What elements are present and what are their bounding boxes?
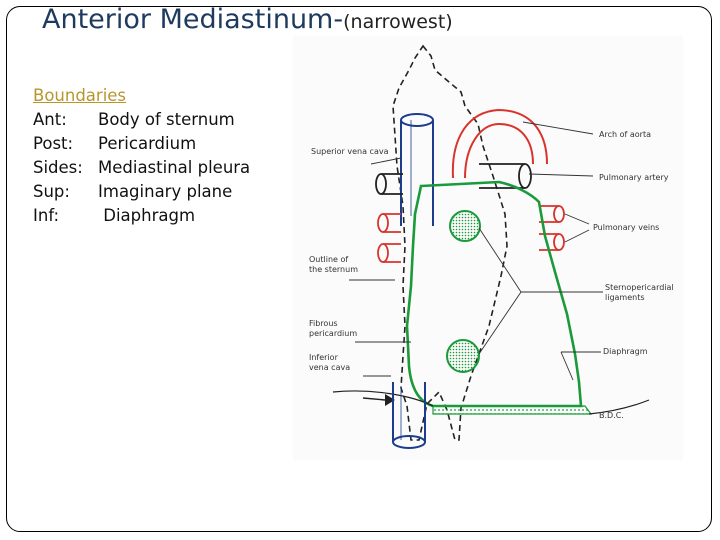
label-sternopericardial-2: ligaments bbox=[605, 293, 645, 302]
label-outline-sternum-1: Outline of bbox=[309, 255, 348, 264]
label-ivc-2: vena cava bbox=[309, 363, 350, 372]
inferior-vena-cava bbox=[392, 382, 426, 449]
diagram-svg: Arch of aorta Superior vena cava Pulmona… bbox=[309, 44, 674, 449]
boundary-row-inferior: Inf: Diaphragm bbox=[33, 204, 250, 228]
label-signature: B.D.C. bbox=[599, 411, 624, 420]
label-diaphragm: Diaphragm bbox=[603, 347, 648, 356]
boundary-value: Pericardium bbox=[98, 134, 197, 153]
leader-lines bbox=[349, 121, 603, 381]
boundary-row-superior: Sup: Imaginary plane bbox=[33, 180, 250, 204]
boundary-value: Body of sternum bbox=[98, 110, 235, 129]
label-fibrous-pericardium-2: pericardium bbox=[309, 329, 357, 338]
slide-title: Anterior Mediastinum-(narrowest) bbox=[42, 4, 453, 35]
boundary-key: Sides: bbox=[33, 158, 83, 177]
pulmonary-artery bbox=[479, 163, 532, 189]
boundaries-heading: Boundaries bbox=[33, 86, 127, 105]
boundary-row-sides: Sides: Mediastinal pleura bbox=[33, 156, 250, 180]
sternum-outline bbox=[392, 44, 508, 441]
superior-vena-cava bbox=[400, 113, 434, 226]
label-superior-vena-cava: Superior vena cava bbox=[311, 147, 389, 156]
boundary-key: Sup: bbox=[33, 182, 70, 201]
mediastinum-diagram: Arch of aorta Superior vena cava Pulmona… bbox=[293, 36, 683, 460]
boundary-key: Post: bbox=[33, 134, 74, 153]
boundary-value: Mediastinal pleura bbox=[98, 158, 251, 177]
aorta-arch bbox=[451, 108, 548, 179]
boundary-value: Diaphragm bbox=[98, 206, 196, 225]
slide-frame bbox=[6, 6, 712, 532]
label-pulmonary-veins: Pulmonary veins bbox=[593, 223, 659, 232]
sternopericardial-ligament-lower bbox=[446, 339, 480, 373]
label-ivc-1: Inferior bbox=[309, 353, 339, 362]
boundary-row-posterior: Post: Pericardium bbox=[33, 132, 250, 156]
title-main: Anterior Mediastinum- bbox=[42, 4, 344, 35]
boundary-row-anterior: Ant: Body of sternum bbox=[33, 108, 250, 132]
label-outline-sternum-2: the sternum bbox=[309, 265, 358, 274]
label-fibrous-pericardium-1: Fibrous bbox=[309, 319, 338, 328]
label-sternopericardial-1: Sternopericardial bbox=[605, 283, 674, 292]
title-subtitle: (narrowest) bbox=[343, 11, 453, 33]
label-pulmonary-artery: Pulmonary artery bbox=[599, 173, 669, 182]
pulmonary-veins-left bbox=[377, 213, 401, 263]
boundary-key: Ant: bbox=[33, 110, 67, 129]
sternopericardial-ligament-upper bbox=[449, 210, 481, 242]
boundaries-list: Boundaries Ant: Body of sternum Post: Pe… bbox=[33, 84, 250, 228]
label-arch-of-aorta: Arch of aorta bbox=[599, 130, 651, 139]
boundary-key: Inf: bbox=[33, 206, 60, 225]
boundary-value: Imaginary plane bbox=[98, 182, 233, 201]
diaphragm-band bbox=[432, 405, 593, 415]
fibrous-pericardium bbox=[405, 180, 583, 408]
